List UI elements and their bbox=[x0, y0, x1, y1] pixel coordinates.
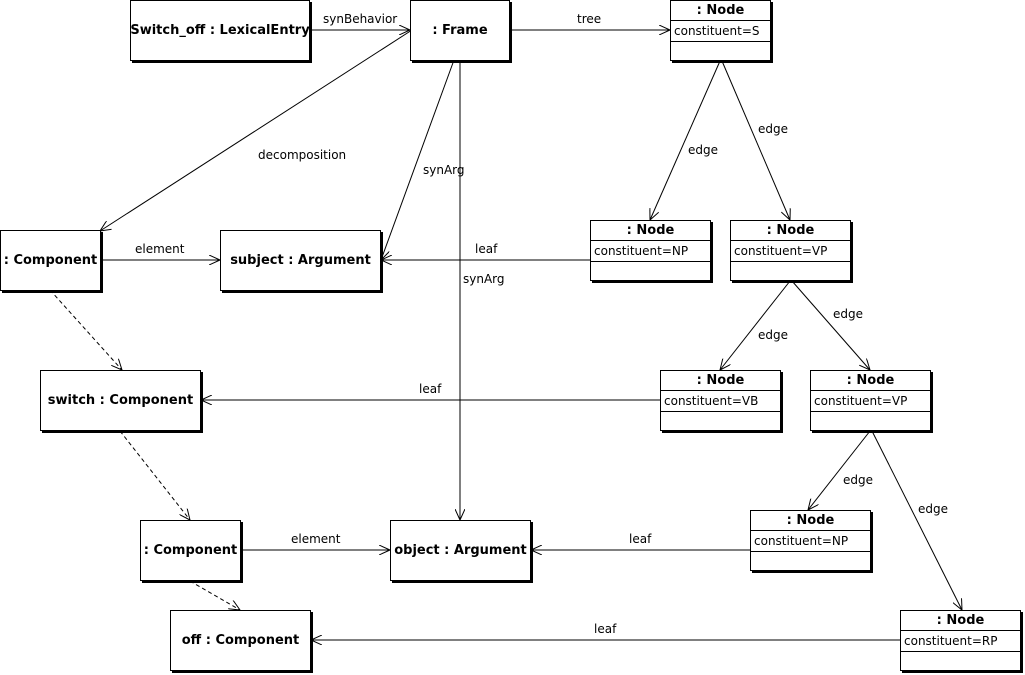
frame-object[interactable]: : Frame bbox=[410, 0, 510, 61]
node-rp-title: : Node bbox=[901, 611, 1020, 631]
decomposition-connector bbox=[100, 29, 413, 231]
node-vb[interactable]: : Node constituent=VB bbox=[660, 370, 781, 431]
label-edge-vp-vb: edge bbox=[758, 328, 788, 342]
label-edge-vp-rp: edge bbox=[918, 502, 948, 516]
object-argument[interactable]: object : Argument bbox=[390, 520, 531, 581]
label-tree: tree bbox=[577, 12, 602, 26]
node-rp-constituent: constituent=RP bbox=[901, 631, 1020, 652]
node-np-object-constituent: constituent=NP bbox=[751, 531, 870, 552]
label-edge-s-vp: edge bbox=[758, 122, 788, 136]
dashed-switch-component bbox=[119, 430, 190, 520]
label-synArg-subject: synArg bbox=[423, 163, 465, 177]
label-edge-vp-np: edge bbox=[843, 473, 873, 487]
frame-label: : Frame bbox=[432, 23, 488, 38]
node-vp-top-constituent: constituent=VP bbox=[731, 241, 850, 262]
label-synBehavior: synBehavior bbox=[323, 12, 398, 26]
label-synArg-object: synArg bbox=[463, 272, 505, 286]
off-component-label: off : Component bbox=[181, 633, 300, 648]
edge-vp-rp-connector bbox=[871, 430, 962, 610]
edge-vp-np-connector bbox=[808, 430, 871, 510]
label-edge-vp-vp: edge bbox=[833, 307, 863, 321]
switch-component[interactable]: switch : Component bbox=[40, 370, 201, 431]
node-vb-constituent: constituent=VB bbox=[661, 391, 780, 412]
synArg-subject-connector bbox=[381, 59, 455, 260]
node-vp-inner-constituent: constituent=VP bbox=[811, 391, 930, 412]
label-leaf-switch: leaf bbox=[419, 382, 442, 396]
node-vp-inner-title: : Node bbox=[811, 371, 930, 391]
edge-s-vp-connector bbox=[721, 60, 790, 220]
switch-component-label: switch : Component bbox=[47, 393, 194, 408]
edge-vp-vp-connector bbox=[791, 280, 870, 370]
off-component[interactable]: off : Component bbox=[170, 610, 311, 671]
label-element-bottom: element bbox=[291, 532, 341, 546]
component-mid-label: : Component bbox=[143, 543, 238, 558]
label-leaf-object: leaf bbox=[629, 532, 652, 546]
switch-off-label: Switch_off : LexicalEntry bbox=[130, 23, 310, 38]
label-element-top: element bbox=[135, 242, 185, 256]
component-mid[interactable]: : Component bbox=[140, 520, 241, 581]
node-np-subject[interactable]: : Node constituent=NP bbox=[590, 220, 711, 281]
node-rp[interactable]: : Node constituent=RP bbox=[900, 610, 1021, 671]
component-top[interactable]: : Component bbox=[0, 230, 101, 291]
node-vp-top[interactable]: : Node constituent=VP bbox=[730, 220, 851, 281]
node-vp-top-title: : Node bbox=[731, 221, 850, 241]
edge-s-np-connector bbox=[650, 60, 721, 220]
node-s-constituent: constituent=S bbox=[671, 21, 770, 42]
label-leaf-subject: leaf bbox=[475, 242, 498, 256]
component-top-label: : Component bbox=[3, 253, 98, 268]
label-decomposition: decomposition bbox=[258, 148, 347, 162]
node-np-subject-title: : Node bbox=[591, 221, 710, 241]
node-vp-inner[interactable]: : Node constituent=VP bbox=[810, 370, 931, 431]
node-s-title: : Node bbox=[671, 1, 770, 21]
edge-vp-vb-connector bbox=[720, 280, 791, 370]
node-np-object[interactable]: : Node constituent=NP bbox=[750, 510, 871, 571]
subject-argument-label: subject : Argument bbox=[230, 253, 371, 268]
switch-off-lexical-entry[interactable]: Switch_off : LexicalEntry bbox=[130, 0, 310, 61]
node-vb-title: : Node bbox=[661, 371, 780, 391]
object-argument-label: object : Argument bbox=[394, 543, 527, 558]
dashed-component-switch bbox=[49, 289, 122, 370]
node-s[interactable]: : Node constituent=S bbox=[670, 0, 771, 61]
label-leaf-off: leaf bbox=[594, 622, 617, 636]
dashed-component-off bbox=[189, 580, 240, 610]
subject-argument[interactable]: subject : Argument bbox=[220, 230, 381, 291]
node-np-subject-constituent: constituent=NP bbox=[591, 241, 710, 262]
label-edge-s-np: edge bbox=[688, 143, 718, 157]
node-np-object-title: : Node bbox=[751, 511, 870, 531]
